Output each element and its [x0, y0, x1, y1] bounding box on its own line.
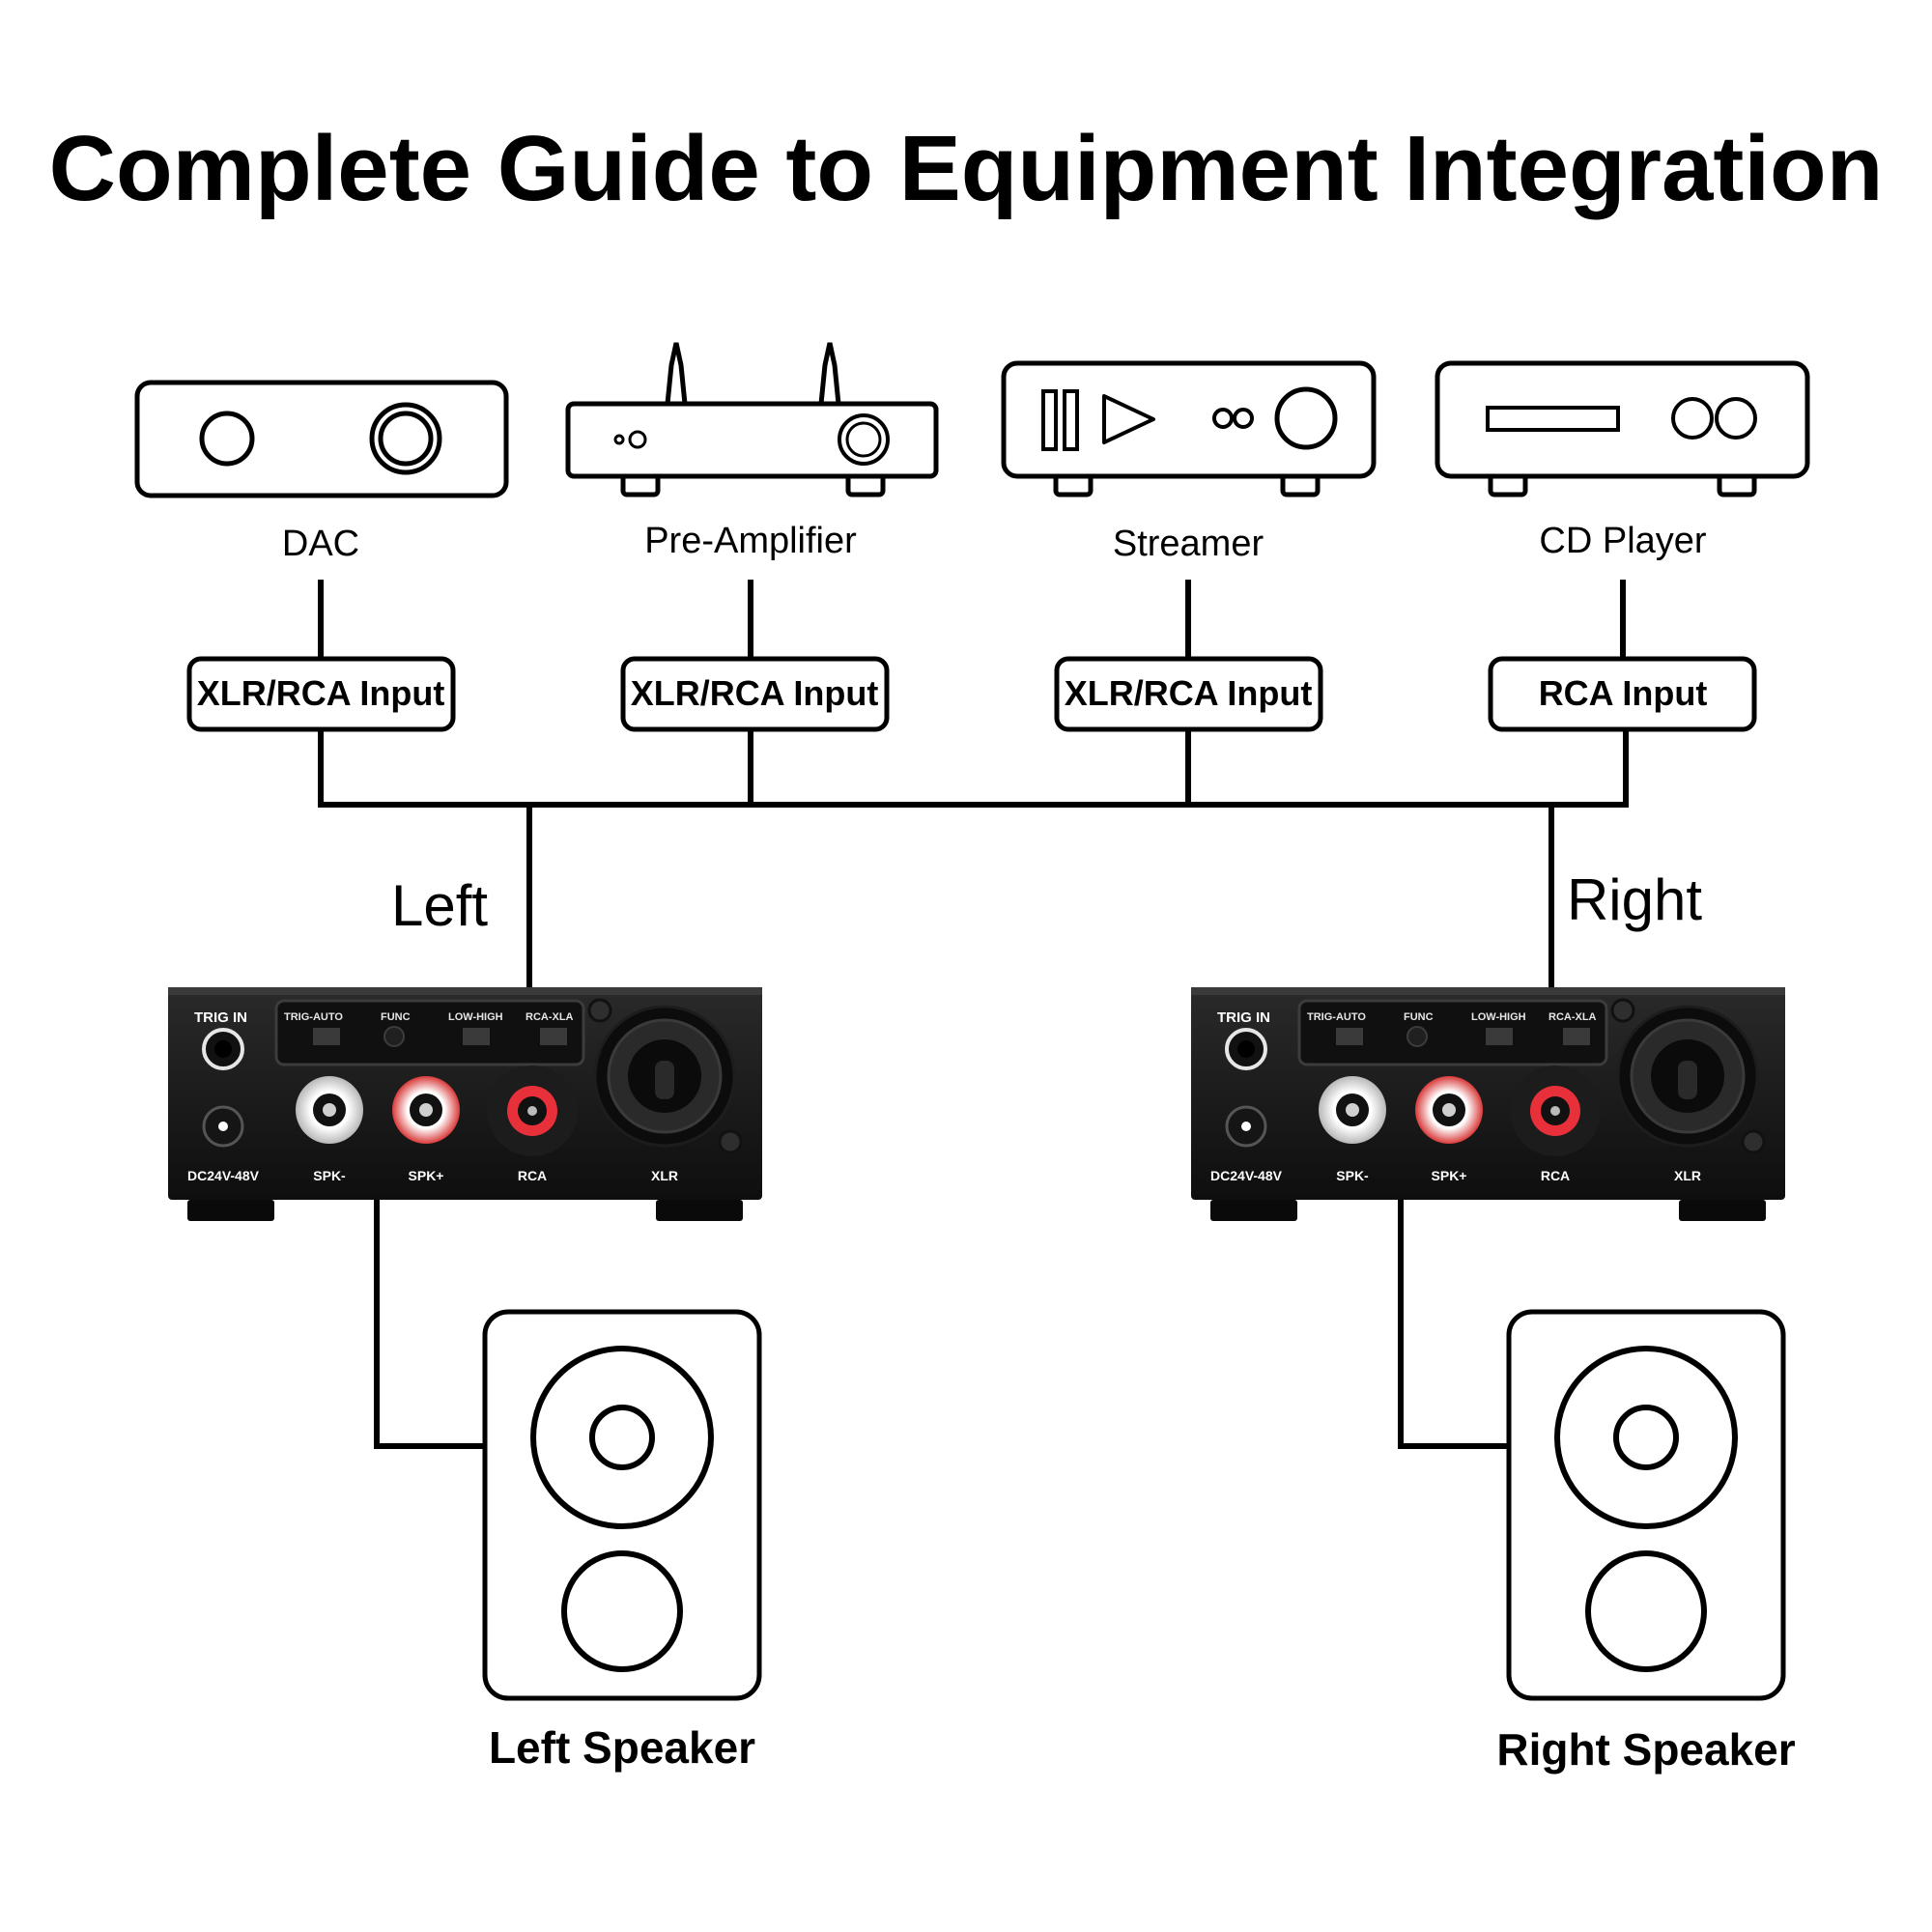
streamer-input-label: XLR/RCA Input — [1065, 673, 1313, 713]
port-label: DC24V-48V — [1210, 1168, 1283, 1183]
pause-icon — [1041, 389, 1058, 451]
cd-player-input-label: RCA Input — [1539, 673, 1708, 713]
dac-input-box: XLR/RCA Input — [186, 656, 456, 732]
right-channel-label: Right — [1567, 867, 1702, 932]
right-amplifier: TRIG IN TRIG-AUTO FUNC LOW-HIGH RCA-XLA … — [1189, 985, 1787, 1223]
switch-label: TRIG-AUTO — [1307, 1011, 1366, 1023]
port-label: XLR — [651, 1168, 678, 1183]
cd-player-device: CD Player — [1435, 360, 1810, 561]
streamer-device: Streamer — [1001, 360, 1377, 564]
left-speaker — [485, 1312, 759, 1698]
port-label: SPK- — [313, 1168, 346, 1183]
dac-device: DAC — [134, 380, 509, 564]
left-channel-label: Left — [391, 873, 488, 938]
switch-label: RCA-XLA — [1548, 1011, 1597, 1023]
pre-amplifier-device: Pre-Amplifier — [565, 342, 939, 561]
streamer-icon — [1001, 360, 1377, 479]
port-label: XLR — [1674, 1168, 1701, 1183]
switch-label: LOW-HIGH — [448, 1011, 503, 1023]
right-speaker-label: Right Speaker — [1496, 1724, 1795, 1775]
dac-icon — [134, 380, 509, 498]
pre-amplifier-label: Pre-Amplifier — [644, 521, 857, 561]
cd-player-icon — [1435, 360, 1810, 479]
play-icon — [1102, 394, 1155, 444]
port-label: RCA — [518, 1168, 547, 1183]
cd-player-label: CD Player — [1539, 521, 1706, 561]
cd-player-input-box: RCA Input — [1488, 656, 1757, 732]
left-speaker-label: Left Speaker — [489, 1722, 755, 1773]
port-label: RCA — [1541, 1168, 1570, 1183]
port-label: SPK+ — [1432, 1168, 1467, 1183]
switch-label: FUNC — [381, 1011, 411, 1023]
left-amplifier: TRIG IN TRIG-AUTO FUNC LOW-HIGH RCA-XLA … — [166, 985, 764, 1223]
right-speaker — [1509, 1312, 1783, 1698]
port-label: SPK+ — [409, 1168, 444, 1183]
signal-wires — [318, 580, 1629, 1449]
page-title: Complete Guide to Equipment Integration — [49, 117, 1884, 220]
dac-input-label: XLR/RCA Input — [197, 673, 445, 713]
pre-amplifier-input-label: XLR/RCA Input — [631, 673, 879, 713]
dac-label: DAC — [282, 524, 359, 564]
streamer-label: Streamer — [1113, 524, 1264, 564]
switch-label: LOW-HIGH — [1471, 1011, 1526, 1023]
pre-amplifier-input-box: XLR/RCA Input — [620, 656, 890, 732]
streamer-input-box: XLR/RCA Input — [1054, 656, 1323, 732]
pre-amplifier-icon — [565, 401, 939, 479]
port-label: SPK- — [1336, 1168, 1369, 1183]
trig-in-label: TRIG IN — [1217, 1009, 1270, 1026]
switch-label: TRIG-AUTO — [284, 1011, 343, 1023]
switch-label: RCA-XLA — [526, 1011, 574, 1023]
trig-in-label: TRIG IN — [194, 1009, 247, 1026]
switch-label: FUNC — [1404, 1011, 1434, 1023]
port-label: DC24V-48V — [187, 1168, 260, 1183]
